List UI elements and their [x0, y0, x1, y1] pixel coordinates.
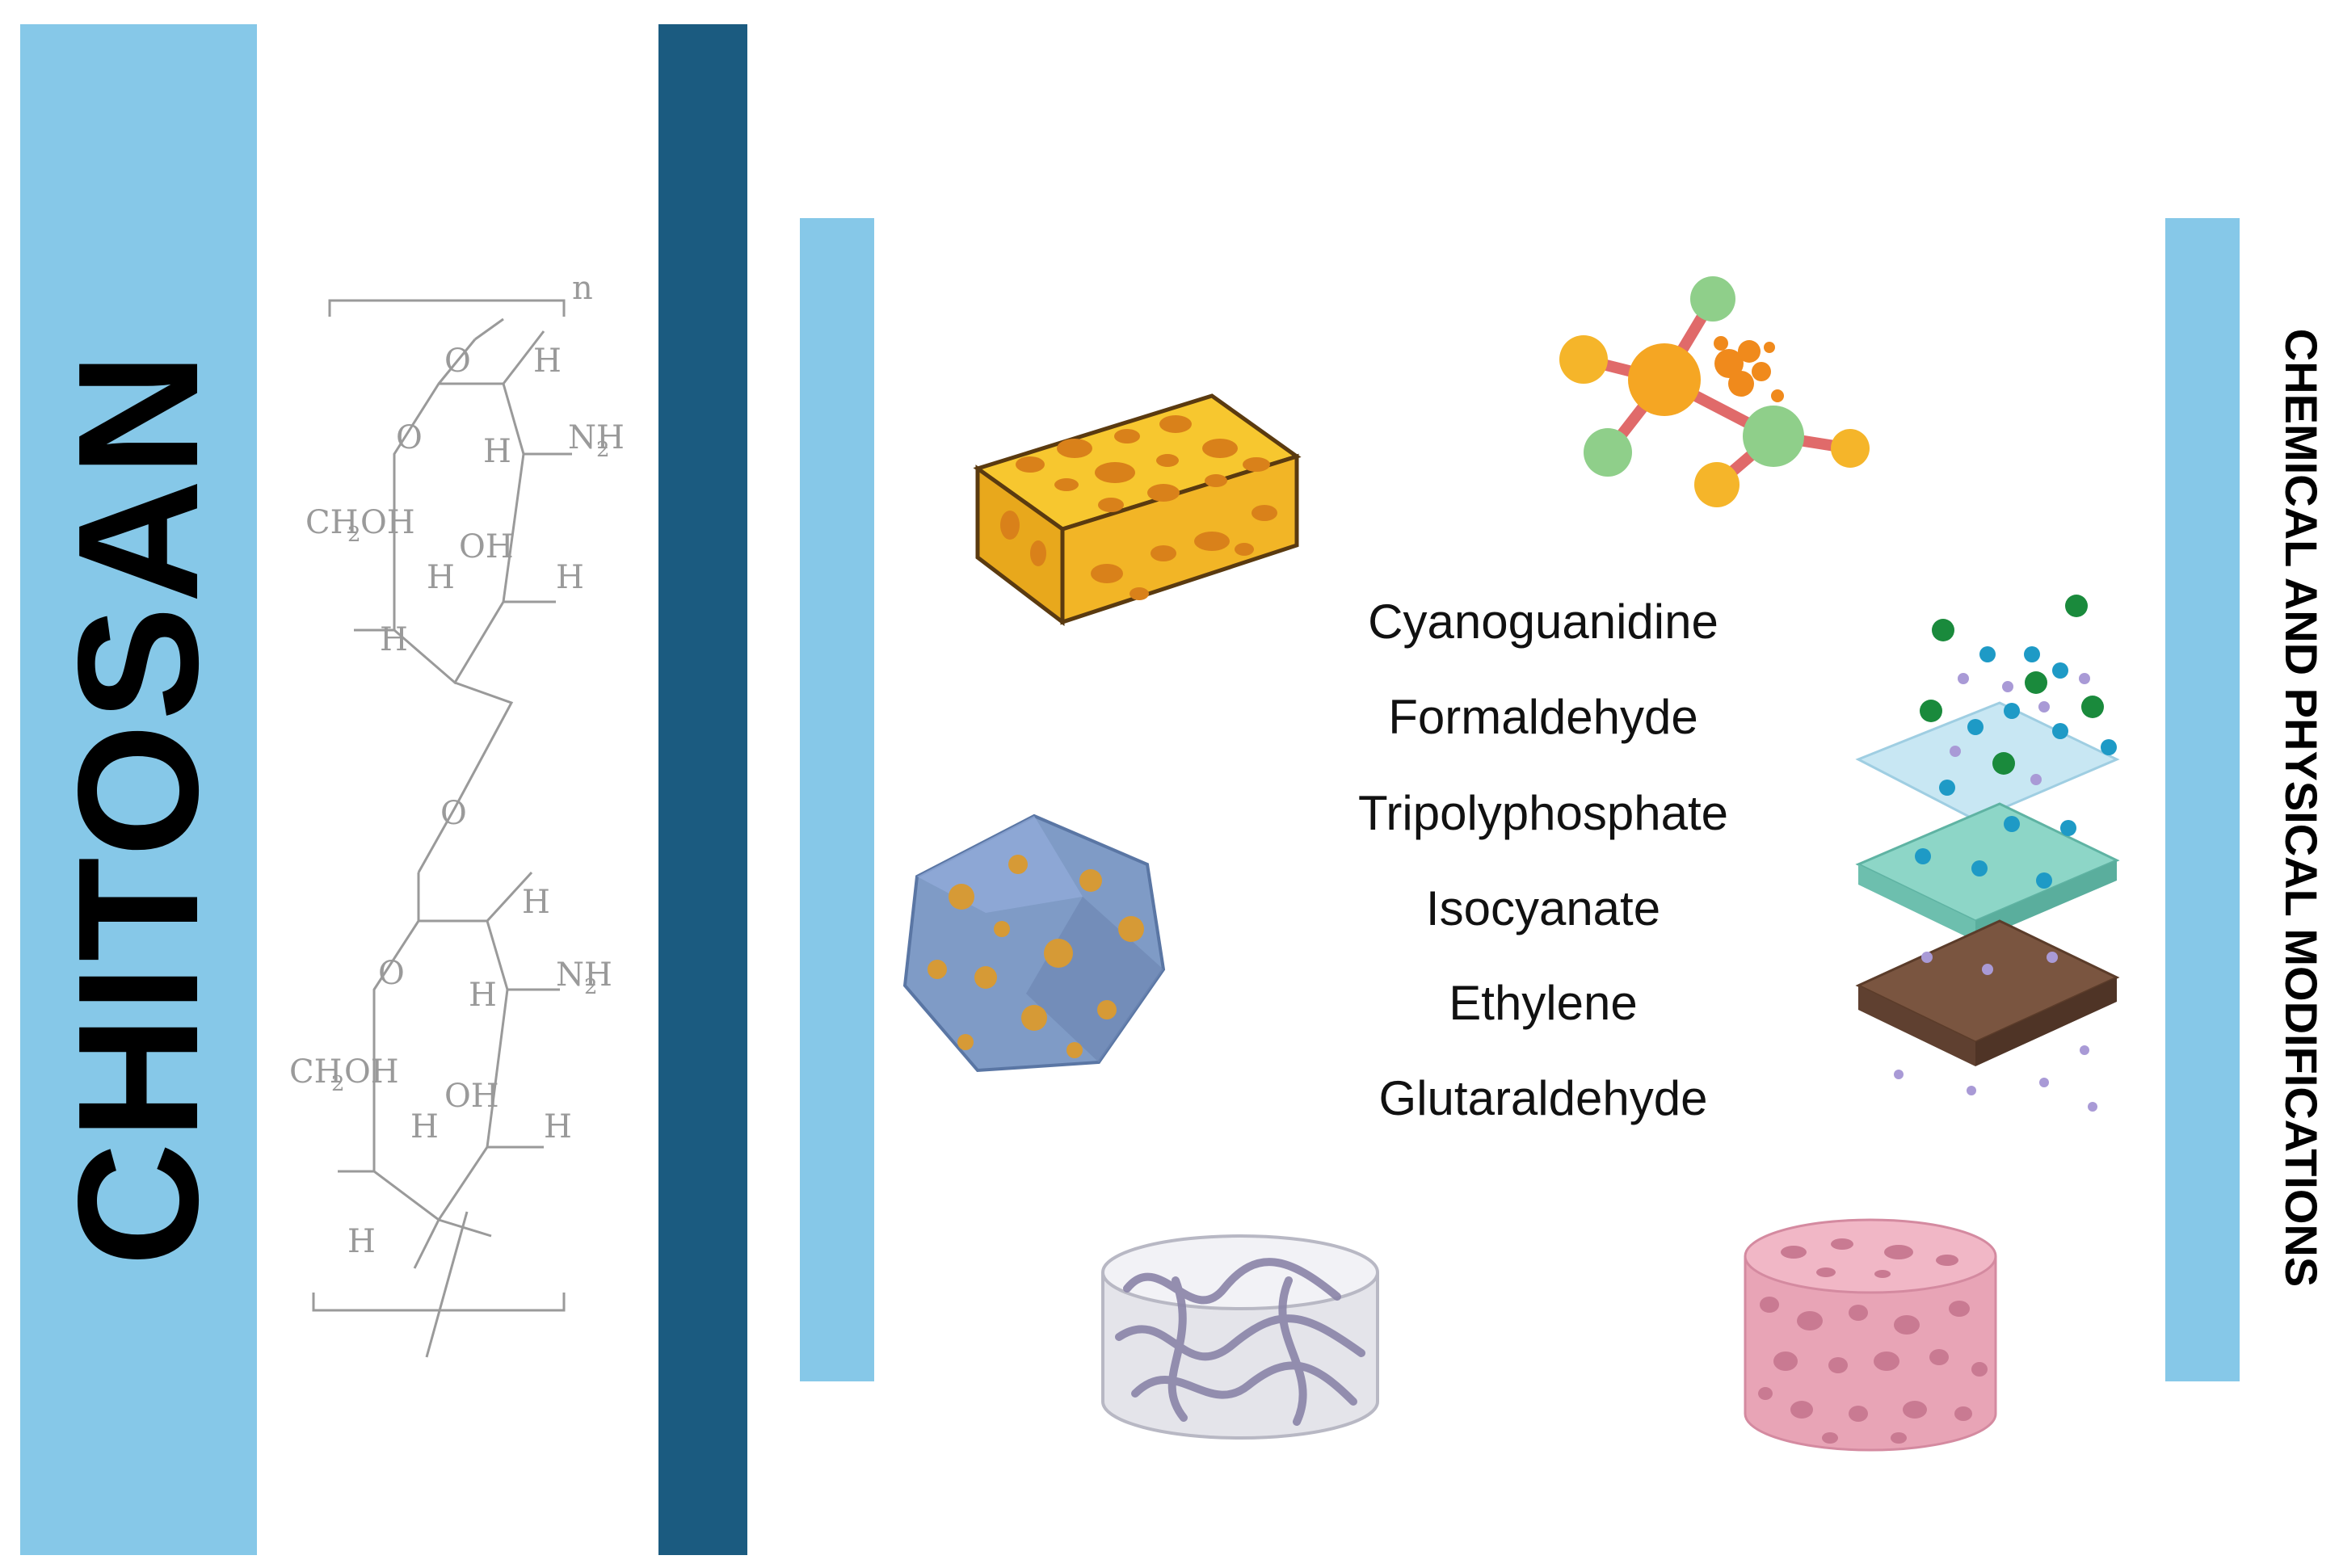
left-inner-bar [800, 218, 874, 1381]
hydroxymethyl-suffix: OH [344, 1053, 399, 1091]
porous-scaffold-cylinder-icon [1744, 1218, 1997, 1452]
hydrogen-label: H [483, 433, 511, 470]
hydrogen-label: H [522, 884, 550, 921]
hydrogel-cylinder-icon [1101, 1234, 1379, 1440]
crosslinker-item: Formaldehyde [1388, 690, 1698, 744]
crosslinker-item: Glutaraldehyde [1378, 1071, 1708, 1125]
hydrogen-label: H [380, 621, 408, 658]
hydroxyl-label: OH [459, 528, 514, 565]
layered-membrane-icon [1855, 595, 2120, 1112]
hydrogen-label: H [347, 1223, 376, 1260]
repeat-n-label: n [572, 270, 593, 307]
porous-sponge-block-icon [973, 393, 1302, 627]
hydrogen-label: H [533, 343, 562, 380]
modifications-title: CHEMICAL AND PHYSICAL MODIFICATIONS [2276, 328, 2327, 1288]
hydroxymethyl-suffix: OH [360, 504, 415, 541]
nanocage-particle-icon [902, 813, 1166, 1073]
chitosan-side-bar [20, 24, 257, 1555]
chitosan-title: CHITOSAN [42, 349, 233, 1267]
amine-label: NH [568, 419, 625, 456]
crosslinker-item: Isocyanate [1425, 881, 1661, 935]
hydrogen-label: H [544, 1108, 572, 1146]
hydroxymethyl-subscript: 2 [347, 523, 361, 547]
hydroxymethyl-subscript: 2 [331, 1072, 345, 1096]
hydrogen-label: H [410, 1108, 439, 1146]
ring-oxygen-label: O [378, 955, 405, 992]
dark-divider-bar [658, 24, 747, 1555]
crosslinker-item: Ethylene [1449, 976, 1638, 1030]
crosslinker-item: Tripolyphosphate [1357, 786, 1729, 840]
ring-oxygen-label: O [444, 343, 471, 380]
right-inner-bar [2165, 218, 2240, 1381]
ring-oxygen-label: O [396, 419, 423, 456]
ring-oxygen-label: O [440, 795, 467, 832]
hydroxyl-label: OH [444, 1078, 499, 1115]
hydroxymethyl-label: CH [289, 1053, 343, 1091]
hydrogen-label: H [427, 559, 455, 596]
hydrogen-label: H [469, 977, 497, 1014]
hydroxymethyl-label: CH [305, 504, 359, 541]
crosslinker-item: Cyanoguanidine [1368, 595, 1718, 649]
amine-subscript: 2 [584, 975, 598, 999]
amine-label: NH [556, 956, 612, 994]
ball-and-stick-molecule-icon [1559, 276, 1870, 507]
hydrogen-label: H [556, 559, 584, 596]
amine-subscript: 2 [596, 438, 610, 462]
chitosan-structure-diagram: n O H NH 2 O H OH H H CH 2 OH H O H NH 2… [289, 270, 625, 1358]
